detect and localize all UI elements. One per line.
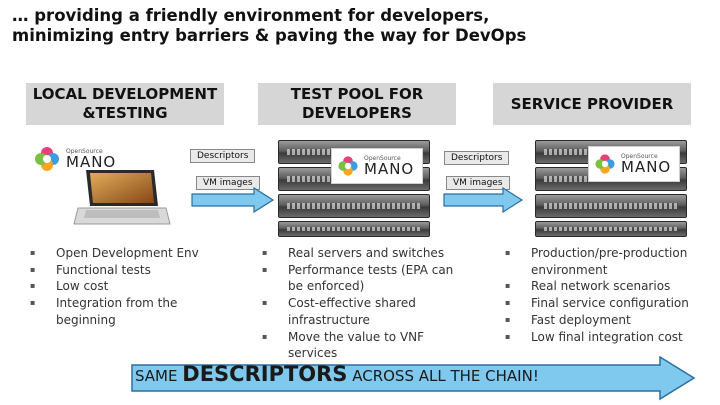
logo-small-text: OpenSource xyxy=(66,147,103,155)
list-item: Real servers and switches xyxy=(262,245,462,262)
arrow-local-to-pool xyxy=(191,186,275,214)
heading-local-line-1: LOCAL DEVELOPMENT xyxy=(32,85,218,103)
heading-service-provider: SERVICE PROVIDER xyxy=(493,83,691,125)
mano-flower-icon xyxy=(338,156,358,176)
chain-caption: SAME DESCRIPTORS ACROSS ALL THE CHAIN! xyxy=(135,362,655,386)
mano-logo-sp: OpenSource MANO xyxy=(588,146,680,182)
heading-pool-line-1: TEST POOL FOR xyxy=(290,85,424,103)
descriptors-tag-1: Descriptors xyxy=(190,149,256,163)
heading-sp-label: SERVICE PROVIDER xyxy=(510,94,674,113)
list-item: Open Development Env xyxy=(30,245,220,262)
list-item: Integration from the beginning xyxy=(30,295,220,328)
heading-local-line-2: &TESTING xyxy=(82,104,168,122)
list-item: Final service configuration xyxy=(505,295,715,312)
chain-arrow xyxy=(131,356,696,401)
chain-text-before: SAME xyxy=(135,367,178,385)
logo-small-text: OpenSource xyxy=(364,154,401,162)
list-item: Performance tests (EPA can be enforced) xyxy=(262,262,462,295)
heading-pool-line-2: DEVELOPERS xyxy=(302,104,412,122)
descriptors-tag-2: Descriptors xyxy=(444,151,510,165)
logo-big-text: MANO xyxy=(66,152,117,171)
chain-text-emph: DESCRIPTORS xyxy=(182,362,348,386)
mano-flower-icon xyxy=(595,154,615,174)
vm-images-tag-2: VM images xyxy=(446,176,510,190)
server-unit xyxy=(535,221,687,237)
title-line-2: minimizing entry barriers & paving the w… xyxy=(12,26,527,45)
mano-logo-pool: OpenSource MANO xyxy=(331,148,423,184)
logo-big-text: MANO xyxy=(621,157,672,176)
bullet-list-test-pool: Real servers and switches Performance te… xyxy=(262,245,462,362)
list-item: Cost-effective shared infrastructure xyxy=(262,295,462,328)
list-item: Functional tests xyxy=(30,262,220,279)
logo-big-text: MANO xyxy=(364,159,415,178)
laptop-image xyxy=(73,170,171,225)
server-unit xyxy=(278,194,430,218)
list-item: Fast deployment xyxy=(505,312,715,329)
bullet-list-service-provider: Production/pre-production environment Re… xyxy=(505,245,715,345)
server-rack-test-pool xyxy=(278,140,430,240)
list-item: Low final integration cost xyxy=(505,329,715,346)
list-item: Production/pre-production environment xyxy=(505,245,715,278)
arrow-pool-to-sp xyxy=(443,186,524,214)
mano-logo-local: OpenSource MANO xyxy=(32,144,116,174)
list-item: Real network scenarios xyxy=(505,278,715,295)
server-unit xyxy=(278,221,430,237)
logo-small-text: OpenSource xyxy=(621,152,658,160)
title-line-1: … providing a friendly environment for d… xyxy=(12,6,490,25)
chain-text-after: ACROSS ALL THE CHAIN! xyxy=(352,367,539,385)
list-item: Low cost xyxy=(30,278,220,295)
bullet-list-local: Open Development Env Functional tests Lo… xyxy=(30,245,220,329)
vm-images-tag-1: VM images xyxy=(196,176,260,190)
mano-flower-icon xyxy=(35,147,59,171)
server-unit xyxy=(535,194,687,218)
list-item: Move the value to VNF services xyxy=(262,329,462,362)
heading-local-development: LOCAL DEVELOPMENT&TESTING xyxy=(26,83,224,125)
slide-title: … providing a friendly environment for d… xyxy=(12,6,712,46)
